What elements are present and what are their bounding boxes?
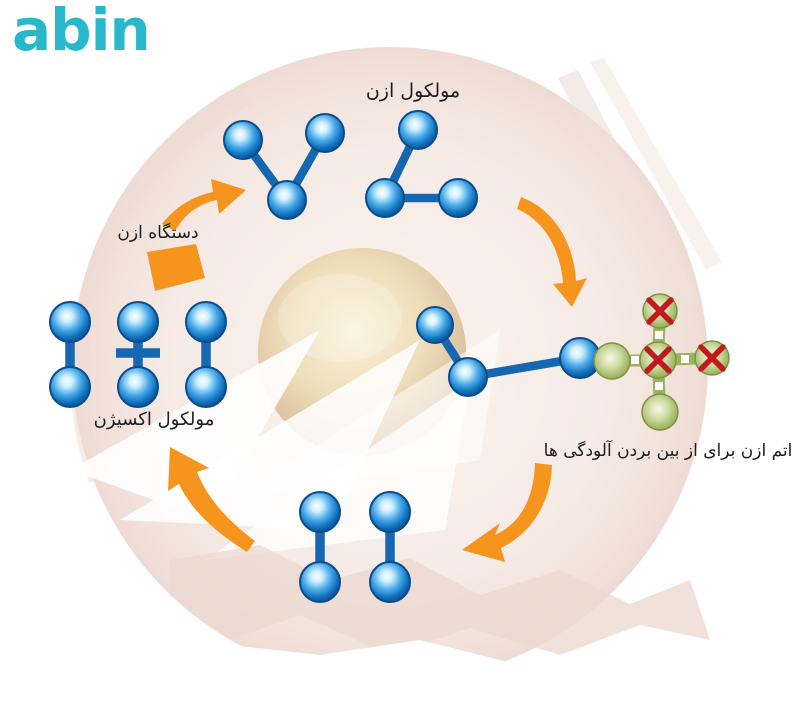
oxygen-atom <box>299 561 341 603</box>
ozone-molecule-right <box>416 306 601 397</box>
arrow-contaminant-to-oxygen <box>462 463 552 562</box>
brand-logo: abin <box>12 0 151 64</box>
ring-shade-arc <box>69 87 253 484</box>
arrow-device-to-ozone <box>162 179 246 231</box>
oxygen-atom <box>223 120 263 160</box>
bond-notch <box>655 331 663 339</box>
ozone-molecule-1 <box>223 113 345 220</box>
oxygen-atom <box>305 113 345 153</box>
x-mark <box>698 344 726 372</box>
ozone-molecule-2 <box>365 110 478 218</box>
oxygen-molecules-bottom <box>299 491 411 603</box>
oxygen-atom <box>185 366 227 408</box>
oxygen-atom <box>117 301 159 343</box>
oxygen-atom <box>365 178 405 218</box>
oxygen-atom <box>117 366 159 408</box>
contaminant-cross <box>593 293 730 431</box>
label-ozone-device: دستگاه ازن <box>117 223 199 243</box>
ozone-device-shape <box>147 244 205 291</box>
contaminant-atom <box>641 393 679 431</box>
label-ozone-atom: اتم ازن برای از بین بردن آلودگی ها <box>543 441 793 461</box>
oxygen-atom <box>398 110 438 150</box>
oxygen-atom <box>369 561 411 603</box>
bond-notch <box>655 382 663 390</box>
cycle-arrows <box>147 179 587 562</box>
oxygen-atom <box>416 306 454 344</box>
oxygen-atom <box>299 491 341 533</box>
oxygen-molecules-left <box>49 301 227 408</box>
oxygen-atom <box>185 301 227 343</box>
label-ozone-molecule: مولکول ازن <box>365 80 461 102</box>
arrow-ozone-to-contaminant <box>517 197 587 307</box>
oxygen-atom <box>448 357 488 397</box>
oxygen-atom <box>49 301 91 343</box>
oxygen-atom <box>369 491 411 533</box>
bond-notch <box>631 356 639 364</box>
white-swoosh <box>70 330 320 520</box>
swirl-streak <box>558 70 700 310</box>
oxygen-atom <box>267 180 307 220</box>
x-mark <box>644 346 672 374</box>
x-mark <box>646 297 674 325</box>
oxygen-atom <box>438 178 478 218</box>
contaminant-atom <box>593 342 631 380</box>
arrow-oxygen-to-device <box>168 447 255 552</box>
oxygen-atom <box>49 366 91 408</box>
bond-notch <box>681 355 689 363</box>
swirl-streak <box>590 58 722 270</box>
label-oxygen-molecule: مولکول اکسیژن <box>93 409 215 430</box>
torn-paper-white <box>0 585 800 722</box>
